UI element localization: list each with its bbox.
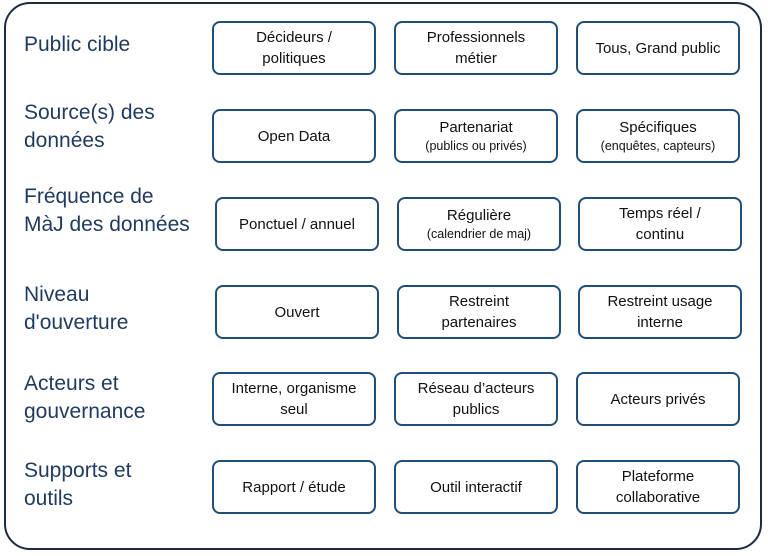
- row-label-supports: Supports et outils: [24, 459, 132, 510]
- option-ouvert: Ouvert: [215, 285, 379, 339]
- row-label-public-cible: Public cible: [24, 33, 131, 56]
- option-interne: Interne, organisme seul: [212, 372, 376, 426]
- option-subtext: (publics ou privés): [425, 139, 527, 153]
- option-text: Décideurs / politiques: [256, 29, 332, 67]
- option-reseau: Réseau d’acteurs publics: [394, 372, 558, 426]
- option-text: Spécifiques: [619, 119, 697, 136]
- option-text: Professionnels métier: [426, 29, 526, 67]
- option-text: Temps réel / continu: [619, 205, 701, 243]
- option-specifiques: Spécifiques (enquêtes, capteurs): [576, 109, 740, 163]
- row-label-acteurs: Acteurs et gouvernance: [24, 372, 146, 423]
- option-ponctuel: Ponctuel / annuel: [215, 197, 379, 251]
- option-text: Open Data: [257, 127, 331, 145]
- option-open-data: Open Data: [212, 109, 376, 163]
- option-decideurs: Décideurs / politiques: [212, 21, 376, 75]
- option-text: Plateforme collaborative: [615, 468, 701, 506]
- option-acteurs-prives: Acteurs privés: [576, 372, 740, 426]
- option-subtext: (calendrier de maj): [426, 227, 532, 241]
- option-plateforme: Plateforme collaborative: [576, 460, 740, 514]
- row-label-sources: Source(s) des données: [24, 101, 155, 152]
- option-text: Régulière: [446, 207, 512, 224]
- option-text: Ponctuel / annuel: [239, 215, 355, 233]
- option-text: Restreint usage interne: [607, 293, 713, 331]
- option-text: Interne, organisme seul: [231, 380, 357, 418]
- diagram-frame: [4, 2, 762, 550]
- row-label-niveau-ouverture: Niveau d'ouverture: [24, 283, 129, 334]
- option-temps-reel: Temps réel / continu: [578, 197, 742, 251]
- option-text: Outil interactif: [430, 478, 522, 496]
- option-restreint-interne: Restreint usage interne: [578, 285, 742, 339]
- option-text: Restreint partenaires: [441, 293, 517, 331]
- option-text: Rapport / étude: [242, 478, 346, 496]
- option-text: Réseau d’acteurs publics: [417, 380, 535, 418]
- option-text: Ouvert: [274, 303, 320, 321]
- option-professionnels: Professionnels métier: [394, 21, 558, 75]
- option-text: Partenariat: [439, 119, 513, 136]
- option-restreint-partenaires: Restreint partenaires: [397, 285, 561, 339]
- option-outil-interactif: Outil interactif: [394, 460, 558, 514]
- option-rapport: Rapport / étude: [212, 460, 376, 514]
- row-label-frequence: Fréquence de MàJ des données: [24, 185, 190, 236]
- option-reguliere: Régulière (calendrier de maj): [397, 197, 561, 251]
- option-grand-public: Tous, Grand public: [576, 21, 740, 75]
- option-subtext: (enquêtes, capteurs): [600, 139, 716, 153]
- option-text: Tous, Grand public: [595, 39, 721, 57]
- option-partenariat: Partenariat (publics ou privés): [394, 109, 558, 163]
- option-text: Acteurs privés: [610, 390, 706, 408]
